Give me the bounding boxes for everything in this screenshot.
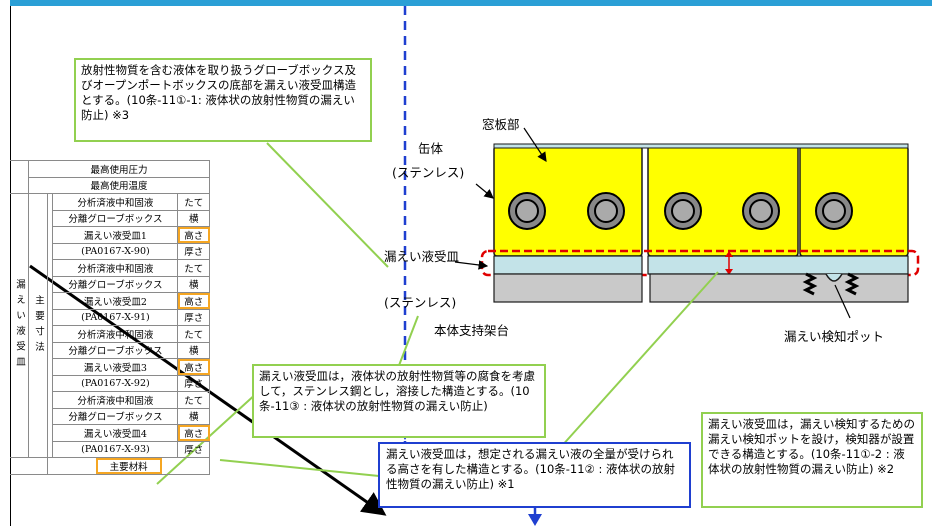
detector-pot-shape [825, 273, 843, 282]
glovebox-top-edge [493, 143, 909, 149]
label-detector: 漏えい検知ポット [784, 329, 885, 344]
body-arrow [475, 183, 494, 199]
middle-note-connector-1 [397, 315, 419, 369]
leak-tray-1 [493, 255, 643, 275]
note-text: 漏えい液受皿は，漏えい検知するための漏えい検知ポットを設け，検知器が設置できる構… [708, 417, 915, 476]
side-label-mid: 主要寸法 [27, 193, 49, 458]
window-arrow [523, 127, 547, 162]
material-cell: 主要材料 [95, 458, 162, 474]
top-rule [10, 0, 932, 6]
max-temp-cell: 最高使用温度 [28, 176, 210, 194]
support-frame-1 [493, 273, 643, 303]
note-corrosion-stainless: 漏えい液受皿は，液体状の放射性物質等の腐食を考慮して，ステンレス鋼とし，溶接した… [252, 364, 546, 438]
label-tray-title: 漏えい液受皿 [384, 249, 460, 264]
max-pressure-cell: 最高使用圧力 [28, 160, 210, 178]
label-body-material: (ステンレス) [392, 165, 465, 180]
glovebox-panel-3 [799, 145, 909, 257]
height-cell-1: 高さ [177, 226, 210, 244]
note-text: 漏えい液受皿は，想定される漏えい液の全量が受けられる高さを有した構造とする。(1… [386, 447, 676, 491]
bottom-arrow-head [528, 514, 542, 526]
leak-tray-2 [647, 255, 909, 275]
note-text: 漏えい液受皿は，液体状の放射性物質等の腐食を考慮して，ステンレス鋼とし，溶接した… [259, 369, 535, 413]
top-note-connector [266, 142, 389, 268]
note-text: 放射性物質を含む液体を取り扱うグローブボックス及びオープンポートボックスの底部を… [81, 63, 356, 122]
label-body-title: 缶体 [418, 141, 444, 156]
label-tray-material: (ステンレス) [384, 295, 457, 310]
note-leak-tray-structure: 放射性物質を含む液体を取り扱うグローブボックス及びオープンポートボックスの底部を… [74, 58, 372, 142]
spec-table-wrap: 最高使用圧力 最高使用温度 漏えい液受皿 主要寸法 分析済液中和固液 たて 分離… [10, 160, 210, 475]
height-cell-2: 高さ [177, 292, 210, 310]
note-detector-pot: 漏えい液受皿は，漏えい検知するための漏えい検知ポットを設け，検知器が設置できる構… [701, 412, 923, 508]
glove-ports [508, 192, 853, 230]
tray-arrow [454, 260, 489, 270]
bottom-note-connector-1 [559, 271, 719, 449]
height-cell-3: 高さ [177, 358, 210, 376]
spec-table: 最高使用圧力 最高使用温度 漏えい液受皿 主要寸法 分析済液中和固液 たて 分離… [10, 160, 210, 475]
height-cell-4: 高さ [177, 424, 210, 442]
side-label-outer: 漏えい液受皿 [10, 193, 29, 458]
label-window: 窓板部 [482, 117, 520, 132]
bottom-note-connector-2 [219, 459, 380, 477]
note-tray-height: 漏えい液受皿は，想定される漏えい液の全量が受けられる高さを有した構造とする。(1… [378, 442, 691, 508]
label-support: 本体支持架台 [434, 323, 510, 338]
detector-arrow [834, 284, 851, 319]
support-frame-2 [649, 273, 909, 303]
